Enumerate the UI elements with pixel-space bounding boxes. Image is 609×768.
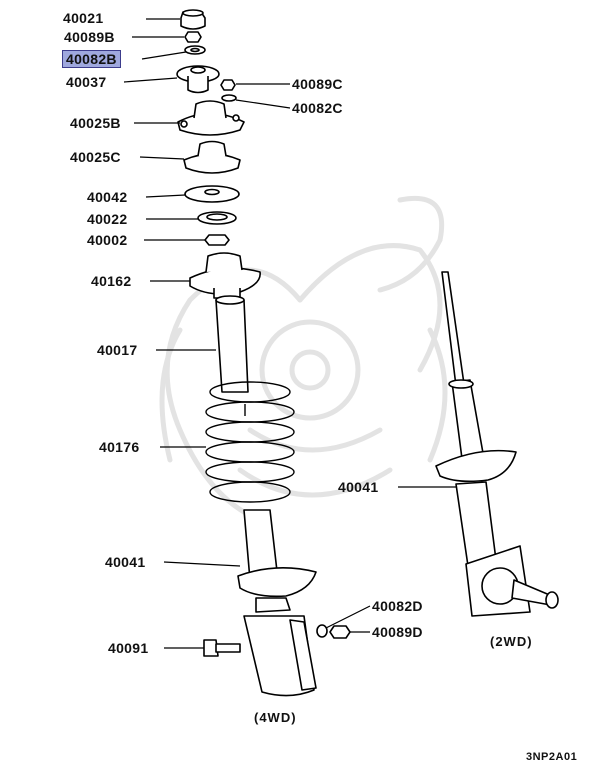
label-40022[interactable]: 40022 <box>87 211 128 227</box>
part-40176-spring[interactable] <box>205 381 295 503</box>
part-40022-bearing[interactable] <box>197 211 237 225</box>
label-40082C[interactable]: 40082C <box>292 100 343 116</box>
label-40089B[interactable]: 40089B <box>64 29 115 45</box>
part-40037-bushing[interactable] <box>176 65 220 94</box>
watermark-emblem <box>159 195 448 523</box>
part-40091-bolt[interactable] <box>203 639 241 657</box>
caption-4wd: (4WD) <box>254 710 297 725</box>
part-40025C-insulator[interactable] <box>183 140 241 174</box>
caption-2wd: (2WD) <box>490 634 533 649</box>
leader-lines <box>123 18 456 649</box>
label-40082B-highlighted[interactable]: 40082B <box>62 50 121 68</box>
label-40082D[interactable]: 40082D <box>372 598 423 614</box>
part-40162-spring-seat[interactable] <box>189 252 261 299</box>
part-40042-seat[interactable] <box>184 185 240 203</box>
label-40041-2wd[interactable]: 40041 <box>338 479 379 495</box>
part-40025B-mount[interactable] <box>177 100 245 136</box>
part-40041-strut-2wd[interactable] <box>435 271 559 617</box>
label-40041-4wd[interactable]: 40041 <box>105 554 146 570</box>
label-40021[interactable]: 40021 <box>63 10 104 26</box>
label-40037[interactable]: 40037 <box>66 74 107 90</box>
part-40082C-washer[interactable] <box>221 94 237 102</box>
label-40017[interactable]: 40017 <box>97 342 138 358</box>
part-40089C-nut[interactable] <box>220 79 236 91</box>
label-40089D[interactable]: 40089D <box>372 624 423 640</box>
part-40041-strut-4wd[interactable] <box>237 509 317 697</box>
part-40021-cap[interactable] <box>180 9 206 30</box>
diagram-code: 3NP2A01 <box>526 751 578 763</box>
part-40089D-nut[interactable] <box>329 625 351 639</box>
label-40025C[interactable]: 40025C <box>70 149 121 165</box>
label-40089C[interactable]: 40089C <box>292 76 343 92</box>
label-40002[interactable]: 40002 <box>87 232 128 248</box>
part-40017-boot[interactable] <box>215 295 249 393</box>
label-40025B[interactable]: 40025B <box>70 115 121 131</box>
part-40089B-nut[interactable] <box>184 31 202 43</box>
label-40162[interactable]: 40162 <box>91 273 132 289</box>
label-40091[interactable]: 40091 <box>108 640 149 656</box>
part-40082B-washer[interactable] <box>184 45 206 55</box>
part-40082D-washer[interactable] <box>316 624 328 638</box>
label-40042[interactable]: 40042 <box>87 189 128 205</box>
label-40176[interactable]: 40176 <box>99 439 140 455</box>
part-40002-nut[interactable] <box>204 234 230 246</box>
